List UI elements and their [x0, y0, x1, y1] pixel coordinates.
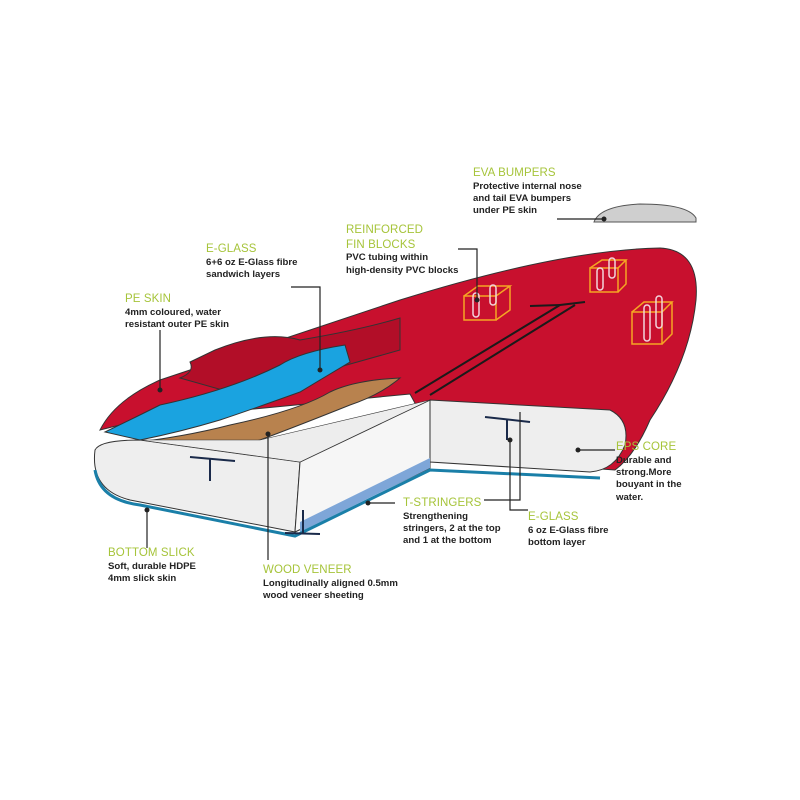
t-stringer-front	[189, 456, 236, 481]
label-bottom-slick: BOTTOM SLICK Soft, durable HDPE 4mm slic…	[108, 547, 196, 584]
bottom-e-glass-edge	[93, 468, 601, 538]
label-eps-core: EPS CORE Durable and strong.More bouyant…	[616, 441, 682, 503]
fin-block-1	[463, 284, 513, 321]
label-wood-veneer: WOOD VENEER Longitudinally aligned 0.5mm…	[263, 564, 398, 601]
pe-skin-flap	[178, 317, 401, 396]
stringer-stripe-side	[300, 458, 430, 532]
eva-bumper-shape	[593, 203, 697, 223]
fin-block-2	[589, 257, 628, 293]
label-e-glass-top: E-GLASS 6+6 oz E-Glass fibre sandwich la…	[206, 243, 298, 280]
label-eva-bumpers: EVA BUMPERS Protective internal nose and…	[473, 167, 582, 217]
leader-dots	[144, 216, 607, 513]
label-e-glass-bottom: E-GLASS 6 oz E-Glass fibre bottom layer	[528, 511, 609, 548]
t-stringer-bottom	[284, 510, 321, 535]
label-title: EVA BUMPERS	[473, 167, 556, 179]
t-stringer-rear	[484, 416, 531, 440]
deck-stringer-lines	[414, 301, 586, 396]
label-reinforced-fin-blocks: REINFORCED FIN BLOCKS PVC tubing within …	[346, 224, 459, 276]
e-glass-layer	[103, 344, 351, 441]
label-pe-skin: PE SKIN 4mm coloured, water resistant ou…	[125, 293, 229, 330]
leader-lines	[146, 218, 615, 560]
eps-core-rear	[429, 399, 627, 473]
fin-block-3	[631, 295, 674, 345]
label-t-stringers: T-STRINGERS Strengthening stringers, 2 a…	[403, 497, 501, 547]
